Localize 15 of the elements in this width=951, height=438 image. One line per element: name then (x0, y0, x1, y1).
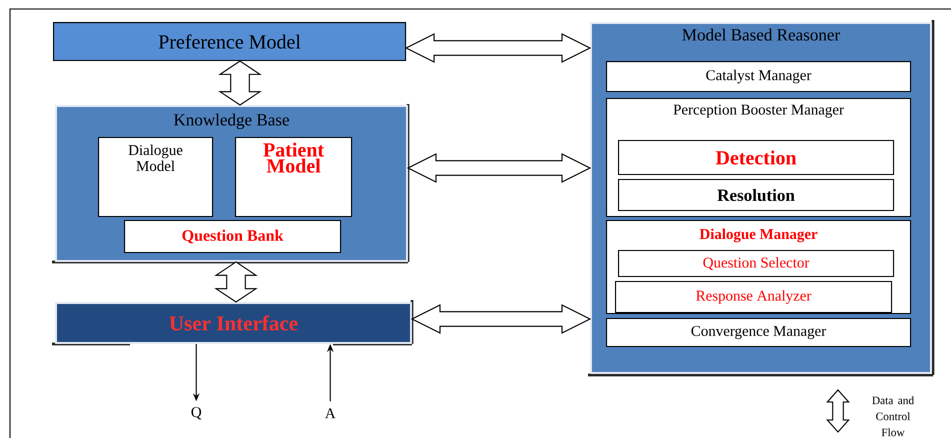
model-box: Dialogue Model (98, 137, 214, 218)
model-box: Patient Model (235, 137, 352, 218)
manager-box: Convergence Manager (606, 318, 912, 348)
legend-text: Data and Control Flow (872, 396, 914, 436)
component-box: Resolution (618, 179, 894, 212)
component-box: Question Selector (618, 250, 894, 278)
input-label: A (325, 408, 336, 418)
output-label: Q (192, 407, 202, 420)
interface-box: User Interface (52, 300, 414, 346)
component-box: Question Bank (124, 220, 342, 254)
model-box: Preference Model (53, 22, 406, 62)
manager-box: Catalyst Manager (606, 61, 912, 92)
double-arrow (214, 261, 258, 303)
component-box: Response Analyzer (615, 281, 892, 314)
component-box: Detection (618, 140, 894, 176)
